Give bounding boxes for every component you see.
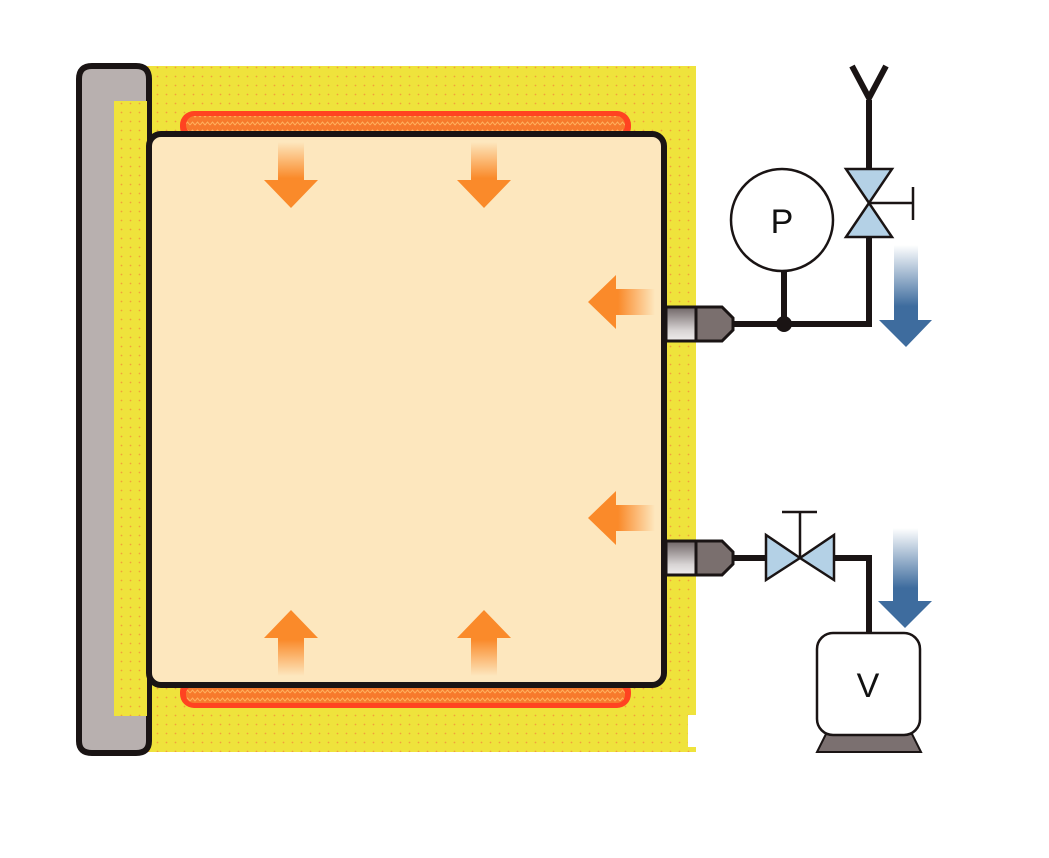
heat-arrow-top-left (264, 142, 318, 208)
pressure-gauge: P (729, 167, 835, 273)
heat-arrow-bottom-left (264, 610, 318, 676)
upper-port (664, 305, 735, 343)
heat-arrow-right-upper (588, 275, 655, 329)
vent-valve[interactable] (843, 167, 915, 239)
vent-inlet-icon (849, 64, 889, 105)
pipe-junction (776, 316, 792, 332)
heat-arrow-top-right (457, 142, 511, 208)
chamber (146, 131, 667, 688)
heat-arrow-bottom-right (457, 610, 511, 676)
flow-arrow-upper (879, 245, 932, 347)
vacuum-valve[interactable] (764, 510, 836, 583)
flow-arrow-lower (878, 528, 932, 628)
lower-port (664, 539, 735, 577)
lower-piping (733, 555, 872, 634)
door-frame (76, 63, 152, 756)
vacuum-pump: V (815, 631, 923, 753)
pressure-gauge-label: P (771, 203, 794, 241)
heat-arrow-right-lower (588, 491, 655, 545)
vacuum-pump-label: V (857, 667, 880, 705)
